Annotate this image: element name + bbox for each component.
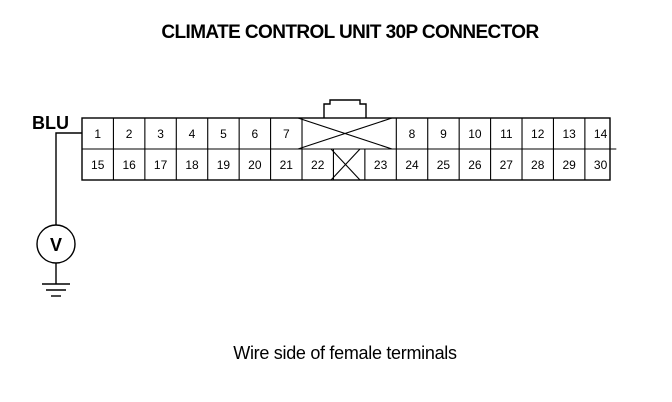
pin-label-22: 22 [311,158,325,172]
pin-label-26: 26 [468,158,482,172]
pin-label-19: 19 [217,158,231,172]
pin-label-20: 20 [248,158,262,172]
pin-label-28: 28 [531,158,545,172]
probe-wire [55,132,82,225]
blank-cavity-bottom [330,148,361,181]
pin-label-14: 14 [594,127,608,141]
connector-body [81,99,617,181]
pin-label-4: 4 [189,127,196,141]
pin-label-2: 2 [126,127,133,141]
connector-grid [82,118,617,180]
pin-label-6: 6 [252,127,259,141]
ground-icon [42,283,70,297]
voltmeter-probe: V [36,132,82,297]
pin-label-24: 24 [405,158,419,172]
connector-lock-tab [323,99,367,118]
pin-label-10: 10 [468,127,482,141]
wire-color-label: BLU [32,113,69,133]
pin-label-15: 15 [91,158,105,172]
pin-label-17: 17 [154,158,168,172]
diagram-caption: Wire side of female terminals [233,343,457,363]
pin-label-23: 23 [374,158,388,172]
voltmeter-symbol: V [50,235,62,255]
diagram-title: CLIMATE CONTROL UNIT 30P CONNECTOR [161,22,539,43]
pin-label-18: 18 [185,158,199,172]
pin-label-12: 12 [531,127,545,141]
pin-label-21: 21 [280,158,294,172]
pin-label-25: 25 [437,158,451,172]
pin-label-16: 16 [122,158,136,172]
pin-label-27: 27 [500,158,514,172]
pin-label-13: 13 [562,127,576,141]
blank-cavity-top [297,117,393,150]
pin-label-3: 3 [157,127,164,141]
pin-label-9: 9 [440,127,447,141]
pin-label-5: 5 [220,127,227,141]
pin-label-8: 8 [409,127,416,141]
pin-label-29: 29 [562,158,576,172]
pin-label-7: 7 [283,127,290,141]
pin-label-11: 11 [500,127,513,141]
pin-label-1: 1 [94,127,101,141]
pin-label-30: 30 [594,158,608,172]
